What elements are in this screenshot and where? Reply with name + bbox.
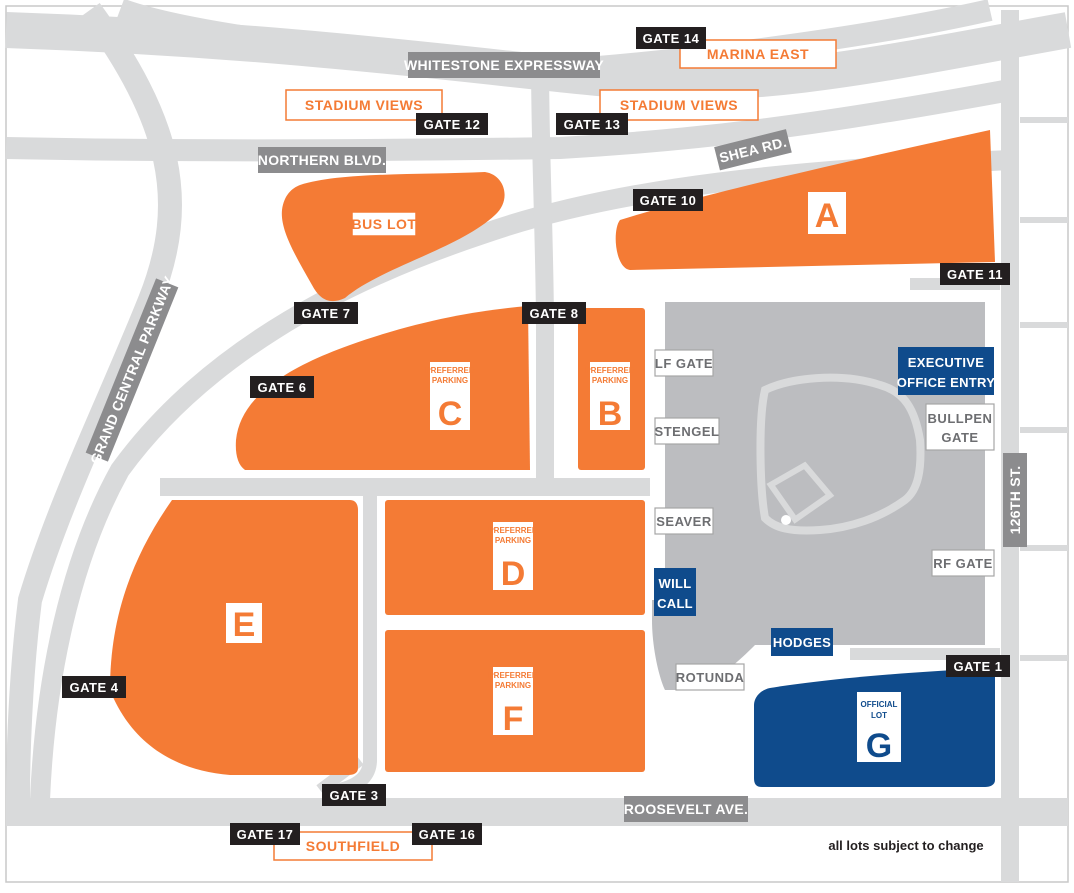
area-stadium-views-left[interactable]: STADIUM VIEWS [285,89,443,121]
lot-g-lot: LOT [871,711,887,720]
road-label-whitestone: WHITESTONE EXPRESSWAY [404,52,604,78]
gate-10[interactable]: GATE 10 [633,189,703,211]
svg-text:GATE 6: GATE 6 [258,380,307,395]
infield-diamond [766,461,835,524]
will-call[interactable]: WILL CALL [654,568,696,616]
svg-text:LF GATE: LF GATE [655,356,713,371]
lot-g[interactable]: OFFICIAL LOT G [754,668,995,787]
svg-text:NORTHERN BLVD.: NORTHERN BLVD. [258,152,386,168]
svg-text:GATE 7: GATE 7 [302,306,351,321]
gate-12[interactable]: GATE 12 [416,113,488,135]
lot-c-preferred: PREFERRED [425,366,475,375]
gate-3[interactable]: GATE 3 [322,784,386,806]
gate-7[interactable]: GATE 7 [294,302,358,324]
gate-16[interactable]: GATE 16 [412,823,482,845]
entrance-lf-gate[interactable]: LF GATE [654,349,714,377]
gate-6[interactable]: GATE 6 [250,376,314,398]
svg-text:ROTUNDA: ROTUNDA [676,670,745,685]
lot-b-parking: PARKING [592,376,628,385]
svg-text:SEAVER: SEAVER [656,514,712,529]
gate-8[interactable]: GATE 8 [522,302,586,324]
entrance-seaver[interactable]: SEAVER [654,507,714,535]
gate-11[interactable]: GATE 11 [940,263,1010,285]
lot-f-preferred: PREFERRED [488,671,538,680]
area-southfield[interactable]: SOUTHFIELD [273,831,433,861]
svg-text:SOUTHFIELD: SOUTHFIELD [306,838,400,854]
lot-a[interactable]: A [615,130,995,270]
svg-text:GATE 17: GATE 17 [237,827,294,842]
area-stadium-views-right[interactable]: STADIUM VIEWS [599,89,759,121]
svg-text:CALL: CALL [657,596,693,611]
entrance-executive-office[interactable]: EXECUTIVE OFFICE ENTRY [897,347,995,395]
lot-bus[interactable]: BUS LOT [281,172,505,302]
road-label-roosevelt: ROOSEVELT AVE. [624,796,749,822]
lot-g-official: OFFICIAL [861,700,898,709]
lot-f-parking: PARKING [495,681,531,690]
gate-13[interactable]: GATE 13 [556,113,628,135]
svg-text:STENGEL: STENGEL [655,424,720,439]
svg-text:HODGES: HODGES [773,635,831,650]
lot-b[interactable]: PREFERRED PARKING B [578,308,645,470]
gate-14[interactable]: GATE 14 [636,27,706,49]
lot-d-preferred: PREFERRED [488,526,538,535]
lot-f[interactable]: PREFERRED PARKING F [385,630,645,772]
lot-b-preferred: PREFERRED [585,366,635,375]
road-label-northern: NORTHERN BLVD. [258,147,386,173]
lot-d[interactable]: PREFERRED PARKING D [385,500,645,615]
svg-text:GATE 12: GATE 12 [424,117,481,132]
stadium-seating-outline [756,373,925,535]
svg-text:STADIUM VIEWS: STADIUM VIEWS [620,97,738,113]
svg-text:WHITESTONE EXPRESSWAY: WHITESTONE EXPRESSWAY [404,57,604,73]
lot-c-letter: C [438,395,463,433]
svg-text:GATE 14: GATE 14 [643,31,700,46]
entrance-rotunda[interactable]: ROTUNDA [675,663,745,691]
svg-text:STADIUM VIEWS: STADIUM VIEWS [305,97,423,113]
svg-text:GATE 1: GATE 1 [954,659,1003,674]
svg-text:ROOSEVELT AVE.: ROOSEVELT AVE. [624,801,749,817]
lot-a-letter: A [815,197,840,235]
svg-text:GATE 10: GATE 10 [640,193,697,208]
svg-text:GATE 8: GATE 8 [530,306,579,321]
lot-e-letter: E [233,606,256,644]
lot-f-letter: F [503,700,524,738]
road-label-126th: 126TH ST. [1003,453,1027,547]
svg-text:EXECUTIVE: EXECUTIVE [908,355,984,370]
svg-text:GATE 13: GATE 13 [564,117,621,132]
svg-text:GATE 3: GATE 3 [330,788,379,803]
lot-b-letter: B [598,395,623,433]
svg-text:RF GATE: RF GATE [933,556,993,571]
lot-g-letter: G [866,727,892,765]
lots-change-note: all lots subject to change [828,838,983,853]
gate-17[interactable]: GATE 17 [230,823,300,845]
lot-c-parking: PARKING [432,376,468,385]
svg-text:126TH ST.: 126TH ST. [1007,466,1023,535]
citi-field-stadium [652,302,985,690]
entrance-bullpen-gate[interactable]: BULLPEN GATE [925,403,995,451]
gate-4[interactable]: GATE 4 [62,676,126,698]
lot-d-letter: D [501,555,526,593]
svg-text:GATE 4: GATE 4 [70,680,119,695]
lot-d-parking: PARKING [495,536,531,545]
gate-1[interactable]: GATE 1 [946,655,1010,677]
svg-text:GATE 11: GATE 11 [947,267,1003,282]
entrance-hodges[interactable]: HODGES [771,628,833,656]
svg-text:OFFICE ENTRY: OFFICE ENTRY [897,375,995,390]
lot-e[interactable]: E [110,500,358,775]
svg-text:GATE: GATE [941,430,978,445]
entrance-rf-gate[interactable]: RF GATE [931,549,995,577]
svg-text:WILL: WILL [659,576,692,591]
svg-text:BULLPEN: BULLPEN [928,411,993,426]
entrance-stengel[interactable]: STENGEL [654,417,720,445]
bus-lot-label: BUS LOT [352,216,417,232]
svg-text:GATE 16: GATE 16 [419,827,476,842]
svg-text:MARINA EAST: MARINA EAST [707,46,809,62]
lot-c[interactable]: PREFERRED PARKING C [235,306,530,470]
